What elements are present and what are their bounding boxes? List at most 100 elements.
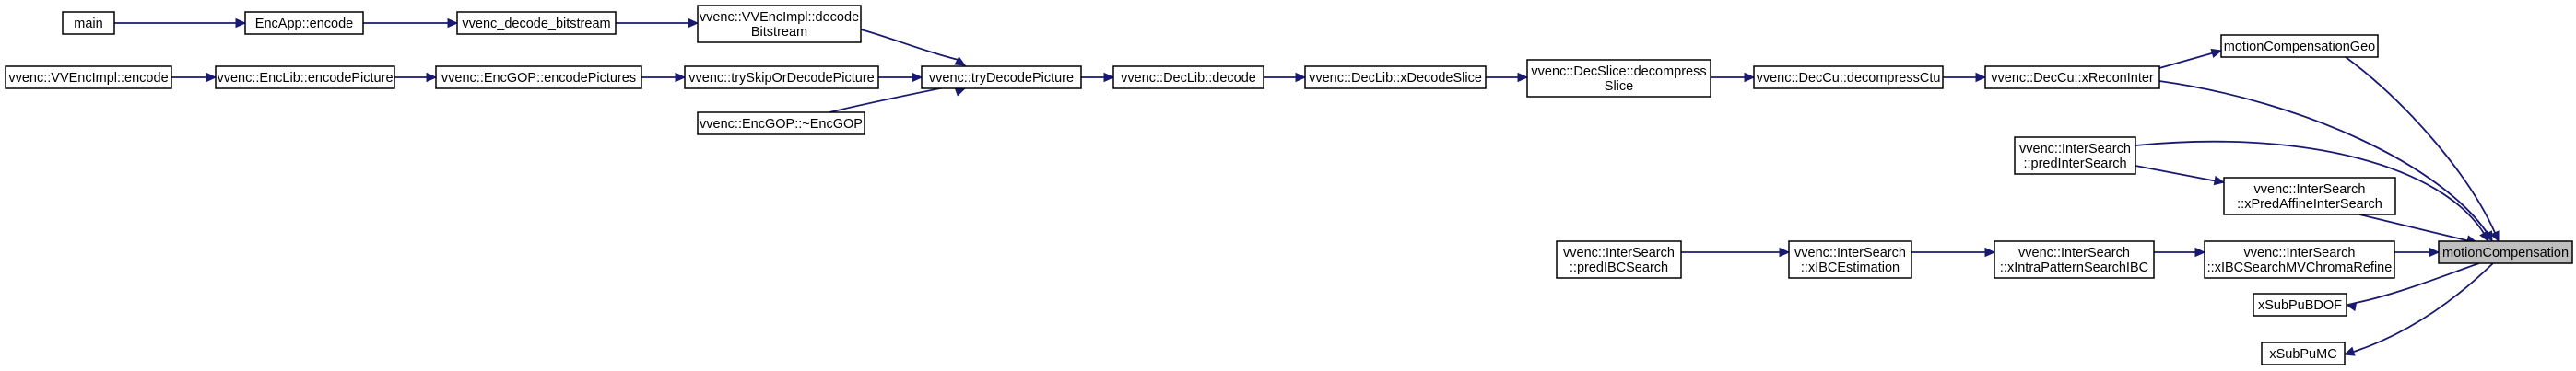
node-box xyxy=(684,65,879,89)
node-box xyxy=(5,65,172,89)
node-box xyxy=(697,111,865,135)
edge-line xyxy=(2345,56,2497,236)
arrowhead-icon xyxy=(2429,247,2441,258)
node-encgop-encodepictures[interactable]: vvenc::EncGOP::encodePictures xyxy=(435,65,642,89)
edge-declib_xdecodeslice-to-decslice xyxy=(1486,72,1529,83)
node-enclib-encodepicture[interactable]: vvenc::EncLib::encodePicture xyxy=(215,65,395,89)
node-decode-bitstream[interactable]: vvenc_decode_bitstream xyxy=(456,11,617,35)
node-box xyxy=(1556,240,1682,279)
node-box xyxy=(2438,240,2573,264)
edge-impl_decodebitstream-to-trydecode xyxy=(860,29,967,66)
node-encgop-dtor[interactable]: vvenc::EncGOP::~EncGOP xyxy=(697,111,865,135)
node-mcgeo[interactable]: motionCompensationGeo xyxy=(2220,34,2379,58)
edge-impl_encode-to-enclib_encodepicture xyxy=(171,72,218,83)
node-box xyxy=(215,65,395,89)
node-xibcestimation[interactable]: vvenc::InterSearch::xIBCEstimation xyxy=(1788,240,1912,279)
node-box xyxy=(1788,240,1912,279)
node-label: vvenc::InterSearch xyxy=(2254,182,2366,197)
node-declib-decode[interactable]: vvenc::DecLib::decode xyxy=(1112,65,1264,89)
node-box xyxy=(2204,240,2395,279)
node-label: xSubPuMC xyxy=(2269,347,2336,362)
node-box xyxy=(244,11,364,35)
edge-line xyxy=(2158,52,2216,69)
node-box xyxy=(2261,342,2346,365)
node-encapp[interactable]: EncApp::encode xyxy=(244,11,364,35)
edge-line xyxy=(2355,262,2480,304)
node-box xyxy=(2014,136,2136,175)
node-predibcsearch[interactable]: vvenc::InterSearch::predIBCSearch xyxy=(1556,240,1682,279)
node-xsubpumc[interactable]: xSubPuMC xyxy=(2261,342,2346,365)
node-label: vvenc::EncGOP::encodePictures xyxy=(441,71,636,86)
arrowhead-icon xyxy=(2345,301,2358,312)
node-label: vvenc::DecLib::xDecodeSlice xyxy=(1309,71,1482,86)
node-label: vvenc::InterSearch xyxy=(2019,142,2131,157)
node-box xyxy=(1753,65,1944,89)
node-label: ::xPredAffineInterSearch xyxy=(2237,197,2382,212)
arrowhead-icon xyxy=(2479,230,2489,243)
node-box xyxy=(2223,177,2396,215)
arrowhead-icon xyxy=(426,72,438,83)
node-label: vvenc::DecSlice::decompress xyxy=(1531,64,1706,79)
arrowhead-icon xyxy=(2343,346,2356,356)
edge-predintersearch-to-mc xyxy=(2135,140,2489,243)
node-xsubpubdof[interactable]: xSubPuBDOF xyxy=(2253,293,2347,317)
node-label: ::xIntraPatternSearchIBC xyxy=(2000,261,2148,275)
node-label: vvenc::DecCu::decompressCtu xyxy=(1757,71,1941,86)
edge-enclib_encodepicture-to-encgop_encodepictures xyxy=(394,72,438,83)
node-xpredaffine[interactable]: vvenc::InterSearch::xPredAffineInterSear… xyxy=(2223,177,2396,215)
arrowhead-icon xyxy=(2194,247,2206,258)
edge-line xyxy=(2358,214,2471,242)
arrowhead-icon xyxy=(2489,230,2500,243)
edge-line xyxy=(2135,165,2218,182)
edge-mc-to-xsubpubdof xyxy=(2345,262,2480,312)
node-label: ::predIBCSearch xyxy=(1570,261,1668,275)
node-label: ::predInterSearch xyxy=(2023,157,2126,171)
node-declib-xdecodeslice[interactable]: vvenc::DecLib::xDecodeSlice xyxy=(1304,65,1487,89)
node-box xyxy=(62,11,115,35)
node-box xyxy=(2220,34,2379,58)
arrowhead-icon xyxy=(1984,247,1996,258)
edge-xpredaffine-to-mc xyxy=(2358,214,2478,245)
node-box xyxy=(1526,59,1711,98)
edge-main-to-encapp xyxy=(114,17,247,29)
edge-mcgeo-to-mc xyxy=(2345,56,2500,243)
node-xibcsearchmv[interactable]: vvenc::InterSearch::xIBCSearchMVChromaRe… xyxy=(2204,240,2395,279)
node-label: vvenc::InterSearch xyxy=(2018,246,2130,261)
node-label: motionCompensationGeo xyxy=(2224,40,2375,54)
arrowhead-icon xyxy=(1103,72,1115,83)
node-trydecode[interactable]: vvenc::tryDecodePicture xyxy=(921,65,1082,89)
arrowhead-icon xyxy=(2210,48,2223,58)
node-box xyxy=(435,65,642,89)
node-label: vvenc_decode_bitstream xyxy=(462,17,610,31)
edge-line xyxy=(2135,140,2486,236)
edge-line xyxy=(860,29,959,61)
node-box xyxy=(1304,65,1487,89)
node-label: Slice xyxy=(1605,79,1633,94)
node-box xyxy=(1984,65,2160,89)
edge-mc-to-xsubpumc xyxy=(2343,262,2494,356)
node-label: vvenc::tryDecodePicture xyxy=(929,71,1074,86)
arrowhead-icon xyxy=(1295,72,1307,83)
node-deccu-xreconinter[interactable]: vvenc::DecCu::xReconInter xyxy=(1984,65,2160,89)
node-label: motionCompensation xyxy=(2442,246,2569,261)
arrowhead-icon xyxy=(675,72,687,83)
edge-decode_bitstream-to-impl_decodebitstream xyxy=(616,17,700,29)
node-xintrapattern[interactable]: vvenc::InterSearch::xIntraPatternSearchI… xyxy=(1994,240,2155,279)
node-deccu-decompressctu[interactable]: vvenc::DecCu::decompressCtu xyxy=(1753,65,1944,89)
node-box xyxy=(456,11,617,35)
node-label: vvenc::DecCu::xReconInter xyxy=(1991,71,2154,86)
node-box xyxy=(921,65,1082,89)
edge-decslice-to-deccu_decompressctu xyxy=(1711,72,1756,83)
edge-predibcsearch-to-xibcestimation xyxy=(1681,247,1791,258)
arrowhead-icon xyxy=(688,17,700,29)
node-predintersearch[interactable]: vvenc::InterSearch::predInterSearch xyxy=(2014,136,2136,175)
node-tryskip[interactable]: vvenc::trySkipOrDecodePicture xyxy=(684,65,879,89)
node-mc[interactable]: motionCompensation xyxy=(2438,240,2573,264)
arrowhead-icon xyxy=(2213,175,2226,186)
arrowhead-icon xyxy=(1517,72,1529,83)
node-impl-encode[interactable]: vvenc::VVEncImpl::encode xyxy=(5,65,172,89)
node-box xyxy=(1994,240,2155,279)
node-main[interactable]: main xyxy=(62,11,115,35)
